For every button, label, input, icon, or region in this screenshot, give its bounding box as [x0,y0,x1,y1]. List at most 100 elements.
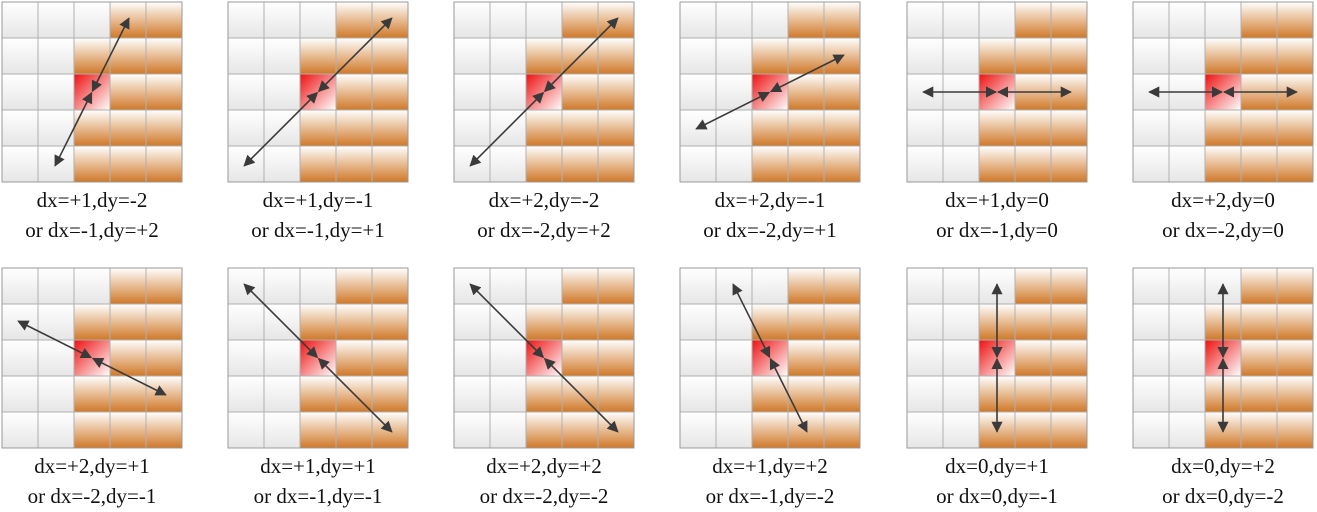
background-cell [1132,109,1170,147]
direction-panel: dx=0,dy=+2or dx=0,dy=-2 [1132,267,1314,508]
panel-caption: dx=+2,dy=-1or dx=-2,dy=+1 [703,188,837,242]
object-cell [1204,109,1242,147]
direction-panel: dx=+1,dy=-2or dx=-1,dy=+2 [1,1,183,242]
pixel-grid [906,267,1088,449]
object-cell [109,37,147,75]
object-cell [299,37,337,75]
object-cell [1050,145,1088,183]
object-cell [751,375,789,413]
background-cell [942,411,980,449]
object-cell [109,267,147,305]
background-cell [489,1,527,39]
background-cell [679,267,717,305]
object-cell [371,267,409,305]
background-cell [942,109,980,147]
grid-border [453,267,635,449]
pixel-grid [679,267,861,449]
object-cell [299,145,337,183]
object-cell [1014,303,1052,341]
object-cell [299,411,337,449]
object-cell [1276,303,1314,341]
background-cell [715,1,753,39]
direction-panel: dx=+2,dy=0or dx=-2,dy=0 [1132,1,1314,242]
background-cell [37,267,75,305]
object-cell [1014,267,1052,305]
object-cell [1276,411,1314,449]
caption-line-1: dx=+1,dy=0 [945,188,1049,212]
background-cell [906,339,944,377]
caption-line-2: or dx=-2,dy=0 [1162,218,1284,242]
object-cell [597,267,635,305]
object-cell [1240,303,1278,341]
object-cell [335,145,373,183]
background-cell [73,1,111,39]
object-cell [1050,109,1088,147]
object-cell [1240,339,1278,377]
object-cell [371,37,409,75]
background-cell [1,375,39,413]
caption-line-1: dx=+1,dy=+2 [712,454,828,478]
background-cell [453,303,491,341]
direction-arrow-positive [91,17,130,93]
background-cell [227,37,265,75]
object-cell [109,73,147,111]
object-cell [1014,145,1052,183]
direction-panel: dx=+1,dy=+1or dx=-1,dy=-1 [227,267,409,508]
pixel-grid [906,1,1088,183]
direction-panel: dx=+2,dy=+2or dx=-2,dy=-2 [453,267,635,508]
object-cell [751,303,789,341]
background-cell [489,339,527,377]
object-cell [823,1,861,39]
background-cell [715,303,753,341]
object-cell [299,109,337,147]
background-cell [227,109,265,147]
background-cell [37,375,75,413]
background-cell [715,375,753,413]
direction-arrow-negative [732,283,771,359]
background-cell [1132,339,1170,377]
object-cell [597,73,635,111]
object-cell [525,375,563,413]
background-cell [453,1,491,39]
object-cell [1050,1,1088,39]
object-cell [335,73,373,111]
object-cell [335,303,373,341]
caption-line-1: dx=0,dy=+1 [945,454,1049,478]
object-cell [1050,375,1088,413]
object-cell [978,145,1016,183]
background-cell [1132,411,1170,449]
object-cell [787,303,825,341]
object-cell [371,339,409,377]
background-cell [263,267,301,305]
panel-caption: dx=+2,dy=0or dx=-2,dy=0 [1162,188,1284,242]
direction-arrow-positive [543,17,619,93]
object-cell [145,411,183,449]
object-cell [1014,411,1052,449]
background-cell [942,375,980,413]
object-cell [597,303,635,341]
panel-caption: dx=+1,dy=0or dx=-1,dy=0 [936,188,1058,242]
object-cell [1014,339,1052,377]
background-cell [299,267,337,305]
object-cell [561,1,599,39]
background-cell [1168,267,1206,305]
panel-caption: dx=+2,dy=+1or dx=-2,dy=-1 [28,454,157,508]
background-cell [1,339,39,377]
background-cell [263,37,301,75]
direction-arrow-positive [769,357,808,433]
background-cell [978,1,1016,39]
direction-panel: dx=+1,dy=+2or dx=-1,dy=-2 [679,267,861,508]
direction-arrow-positive [317,17,393,93]
background-cell [489,73,527,111]
caption-line-2: or dx=-2,dy=+2 [477,218,611,242]
object-cell [597,37,635,75]
panel-caption: dx=+2,dy=+2or dx=-2,dy=-2 [480,454,609,508]
background-cell [263,375,301,413]
object-cell [823,145,861,183]
panel-caption: dx=0,dy=+2or dx=0,dy=-2 [1162,454,1284,508]
caption-line-2: or dx=-2,dy=+1 [703,218,837,242]
background-cell [1168,109,1206,147]
object-cell [1014,109,1052,147]
object-cell [109,145,147,183]
background-cell [1,73,39,111]
